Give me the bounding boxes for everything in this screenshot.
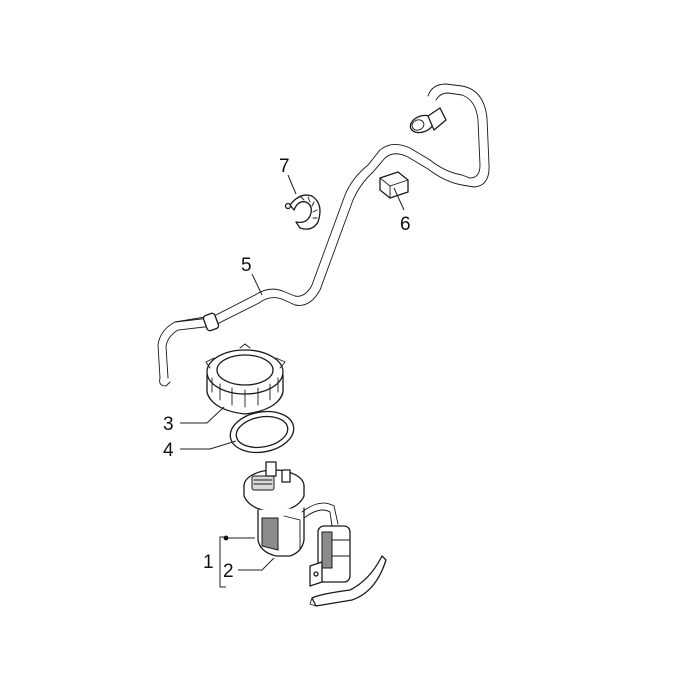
callout-4: 4: [163, 440, 174, 461]
lock-ring-nut: [205, 343, 286, 415]
leader-lines: [180, 174, 405, 588]
fuel-pump-assembly: [243, 461, 387, 607]
hose-clamp: [284, 194, 321, 230]
callout-5: 5: [241, 255, 252, 276]
callout-7: 7: [279, 156, 290, 177]
hose-clip: [379, 171, 409, 199]
callout-3: 3: [163, 414, 174, 435]
leader-6: [393, 187, 405, 211]
seal-gasket: [229, 410, 295, 454]
bracket-1: [219, 536, 226, 588]
callout-2: 2: [223, 561, 234, 582]
callout-1: 1: [203, 552, 214, 573]
fuel-hose: [157, 83, 490, 387]
leader-2: [238, 557, 275, 571]
callout-6: 6: [400, 214, 411, 235]
leader-4: [180, 440, 237, 450]
callout-labels: 7 6 5 3 4 1 2: [163, 156, 411, 582]
leader-3: [180, 406, 225, 424]
leader-7: [287, 174, 297, 195]
leader-5: [251, 273, 263, 296]
leader-1-dot: [223, 535, 229, 541]
